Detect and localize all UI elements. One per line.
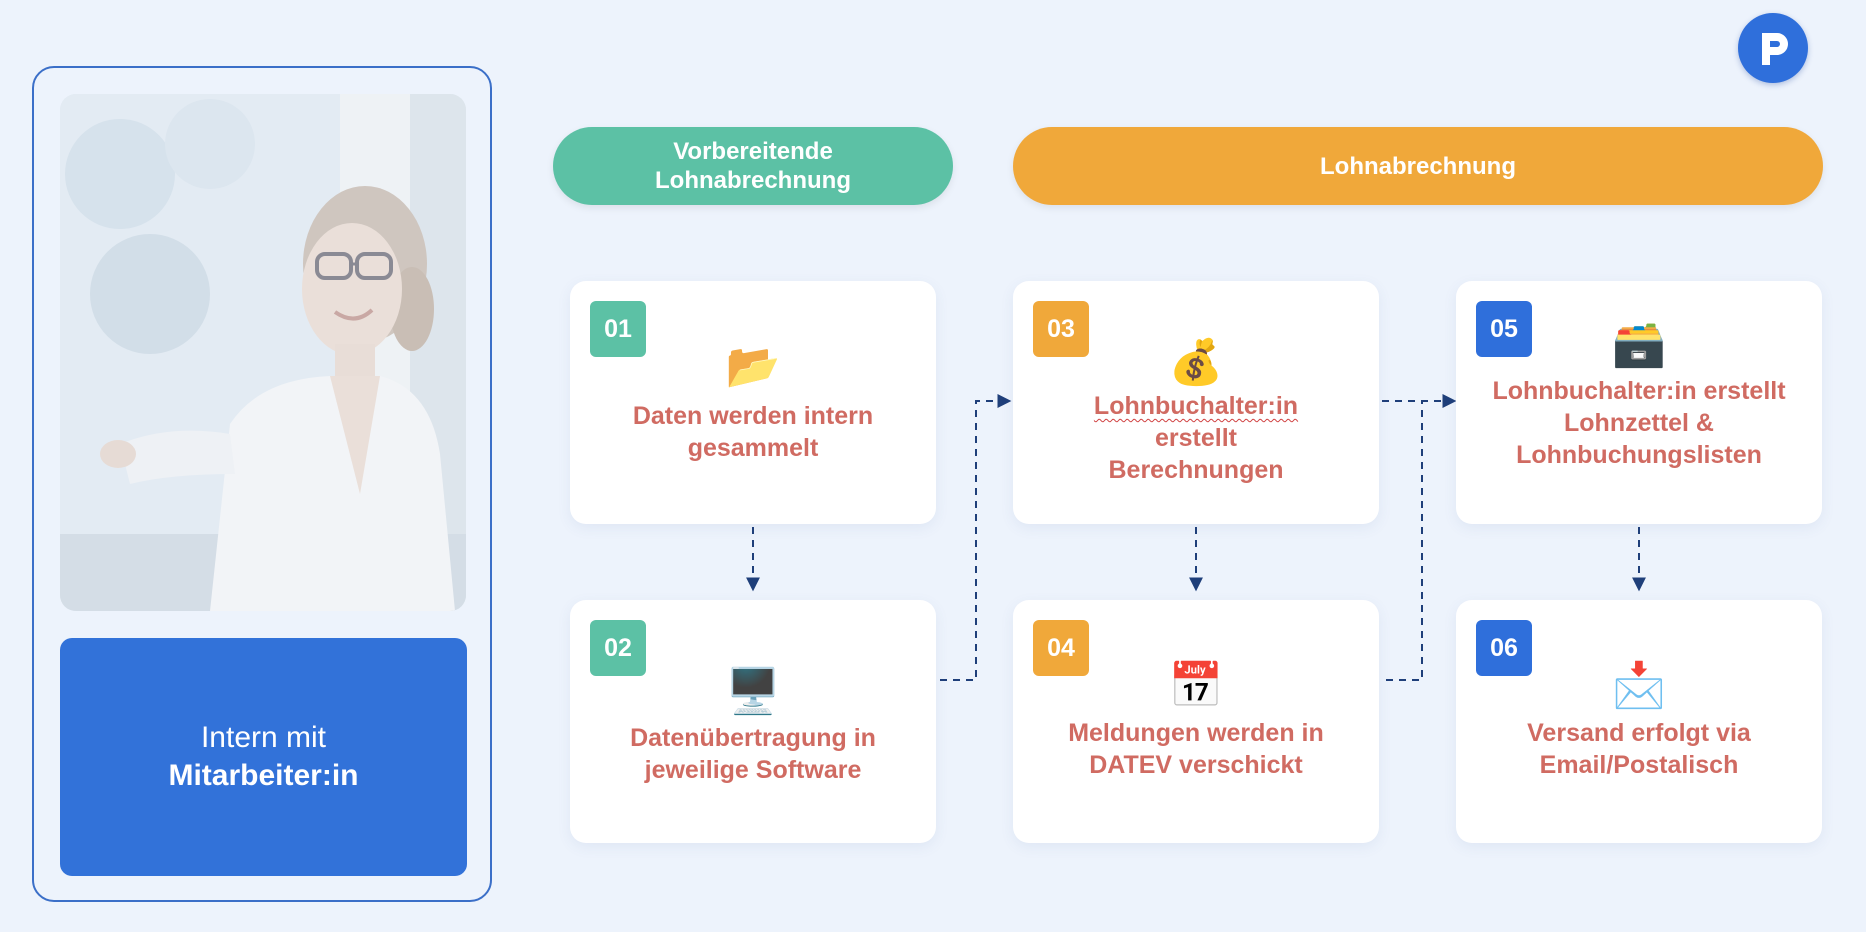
envelope-arrow-icon: 📩 (1611, 661, 1667, 710)
calendar-icon: 📅 (1168, 661, 1224, 710)
money-bag-icon: 💰 (1168, 338, 1224, 387)
woman-with-glasses-photo (60, 94, 466, 611)
p-logo-icon (1738, 13, 1808, 83)
step-text-line: Lohnzettel & (1564, 409, 1714, 437)
step-card-05: 05 🗃️ Lohnbuchalter:in erstellt Lohnzett… (1456, 281, 1822, 524)
step-text-line: Lohnbuchalter:in (1093, 392, 1299, 420)
step-text-line: Lohnbuchalter:in erstellt (1492, 377, 1786, 405)
computer-icon: 🖥️ (725, 667, 781, 716)
intern-line-1: Intern mit (200, 721, 327, 754)
step-text-line: Lohnbuchungslisten (1516, 441, 1762, 469)
prep-payroll-header: Vorbereitende Lohnabrechnung (553, 127, 953, 205)
step-card-01: 01 📂 Daten werden intern gesammelt (570, 281, 936, 524)
step-text: Meldungen werden in DATEV verschickt (1023, 717, 1369, 781)
step-text-line: Berechnungen (1108, 456, 1284, 484)
payroll-header-label: Lohnabrechnung (1320, 152, 1516, 180)
step-text-line: Datenübertragung in (630, 724, 876, 752)
payroll-header: Lohnabrechnung (1013, 127, 1823, 205)
step-number-badge: 06 (1476, 620, 1532, 676)
step-text-line: Email/Postalisch (1539, 751, 1739, 779)
step-text-line: Daten werden intern (632, 402, 874, 430)
step-number-badge: 05 (1476, 301, 1532, 357)
prep-header-line-2: Lohnabrechnung (655, 167, 851, 194)
step-text: Lohnbuchalter:in erstellt Berechnungen (1023, 390, 1369, 486)
step-text: Daten werden intern gesammelt (580, 400, 926, 464)
step-number-badge: 02 (590, 620, 646, 676)
arrow-02-03 (940, 394, 1012, 681)
step-text-line: DATEV verschickt (1089, 751, 1303, 779)
step-text: Versand erfolgt via Email/Postalisch (1466, 717, 1812, 781)
step-number-badge: 03 (1033, 301, 1089, 357)
card-file-box-icon: 🗃️ (1611, 320, 1667, 369)
step-number-badge: 01 (590, 301, 646, 357)
step-text-line: jeweilige Software (644, 756, 862, 784)
step-card-06: 06 📩 Versand erfolgt via Email/Postalisc… (1456, 600, 1822, 843)
arrow-04-05 (1386, 401, 1423, 681)
step-text: Lohnbuchalter:in erstellt Lohnzettel & L… (1466, 375, 1812, 471)
step-text: Datenübertragung in jeweilige Software (580, 722, 926, 786)
intern-label-box: Intern mit Mitarbeiter:in (60, 638, 467, 876)
prep-header-line-1: Vorbereitende (673, 138, 833, 165)
step-card-04: 04 📅 Meldungen werden in DATEV verschick… (1013, 600, 1379, 843)
step-text-line: Meldungen werden in (1068, 719, 1324, 747)
intern-panel (32, 66, 492, 902)
folder-icon: 📂 (725, 342, 781, 391)
intern-line-2: Mitarbeiter:in (168, 759, 359, 792)
step-text-line: Versand erfolgt via (1527, 719, 1751, 747)
step-card-03: 03 💰 Lohnbuchalter:in erstellt Berechnun… (1013, 281, 1379, 524)
step-text-line: gesammelt (687, 434, 819, 462)
step-text-line: erstellt (1155, 424, 1237, 452)
step-card-02: 02 🖥️ Datenübertragung in jeweilige Soft… (570, 600, 936, 843)
step-number-badge: 04 (1033, 620, 1089, 676)
